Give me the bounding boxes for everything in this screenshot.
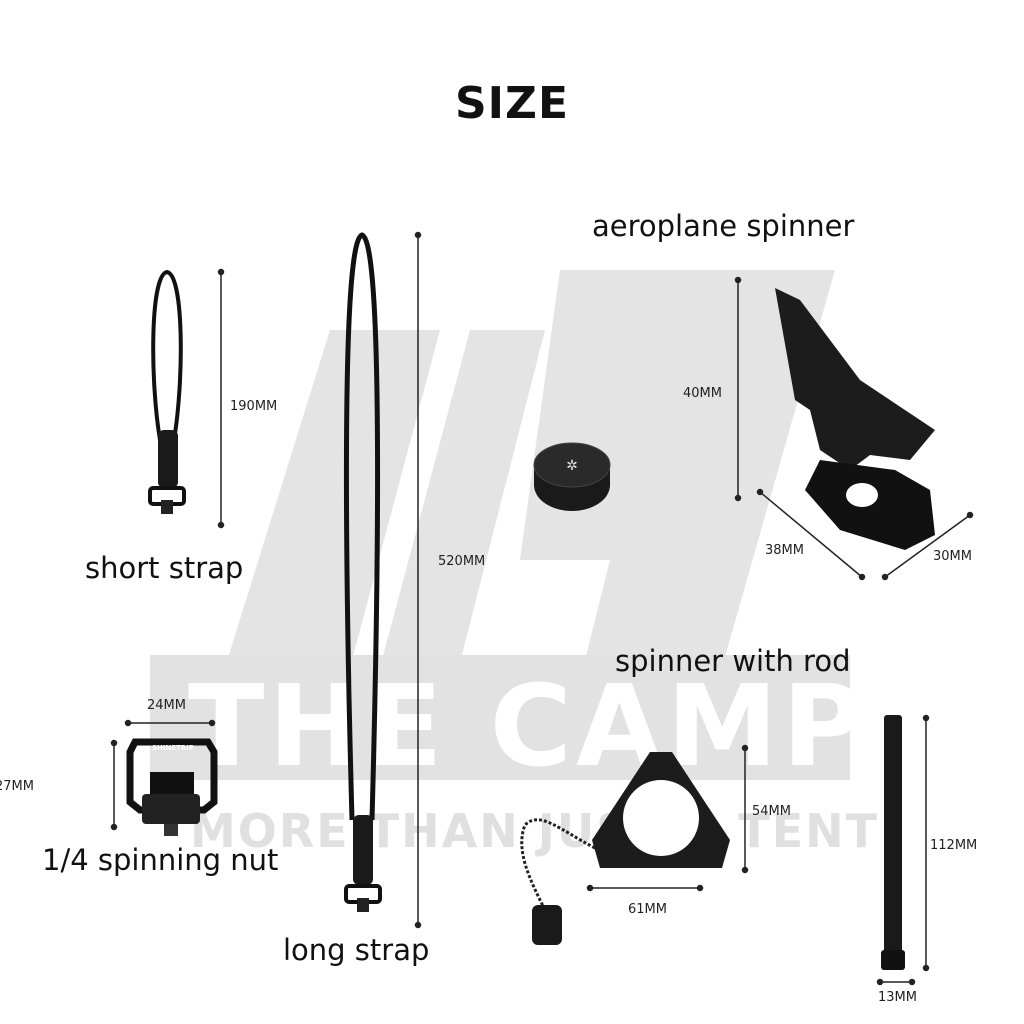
watermark-tagline: MORE THAN JUST A TENT [190, 804, 880, 858]
aeroplane-spinner-label: aeroplane spinner [592, 209, 855, 243]
long-strap-dimension-line [414, 231, 422, 929]
nut-width-dimension-line [124, 719, 216, 727]
watermark-brand: THE CAMP [188, 662, 869, 792]
aeroplane-depth-dimension-line [756, 488, 866, 581]
short-strap-label: short strap [85, 551, 244, 585]
svg-text:✲: ✲ [566, 458, 578, 474]
spinner-height: 54MM [752, 804, 791, 819]
triangle-spinner-image [520, 752, 730, 945]
aeroplane-width: 30MM [933, 549, 972, 564]
aeroplane-spinner-image [775, 288, 935, 550]
aeroplane-depth: 38MM [765, 543, 804, 558]
aeroplane-width-dimension-line [881, 511, 974, 581]
aeroplane-height: 40MM [683, 386, 722, 401]
rod-length: 112MM [930, 838, 978, 853]
long-strap-height: 520MM [438, 554, 486, 569]
short-strap-dimension-line [217, 268, 225, 529]
long-strap-label: long strap [283, 933, 430, 967]
long-strap-image [343, 232, 382, 912]
rod-length-dimension-line [922, 714, 930, 972]
page-title: SIZE [454, 78, 570, 129]
spinner-height-dimension-line [741, 744, 749, 874]
rod-diameter: 13MM [878, 990, 917, 1005]
nut-width: 24MM [147, 698, 186, 713]
nut-brand-mark: SHINETRIP [152, 744, 195, 752]
spinner-width: 61MM [628, 902, 667, 917]
nut-height: 27MM [0, 779, 34, 794]
spinner-with-rod-label: spinner with rod [615, 644, 851, 678]
watermark-band [150, 655, 850, 780]
rod-diameter-dimension-line [876, 978, 916, 986]
nut-height-dimension-line [110, 739, 118, 831]
rod-image [881, 715, 905, 970]
aeroplane-height-dimension-line [734, 276, 742, 502]
spinning-nut-label: 1/4 spinning nut [42, 843, 279, 877]
spinner-width-dimension-line [586, 884, 704, 892]
short-strap-image [148, 269, 186, 514]
spinner-puck-image: ✲ [533, 442, 611, 511]
short-strap-height: 190MM [230, 399, 278, 414]
spinning-nut-image [126, 738, 218, 836]
